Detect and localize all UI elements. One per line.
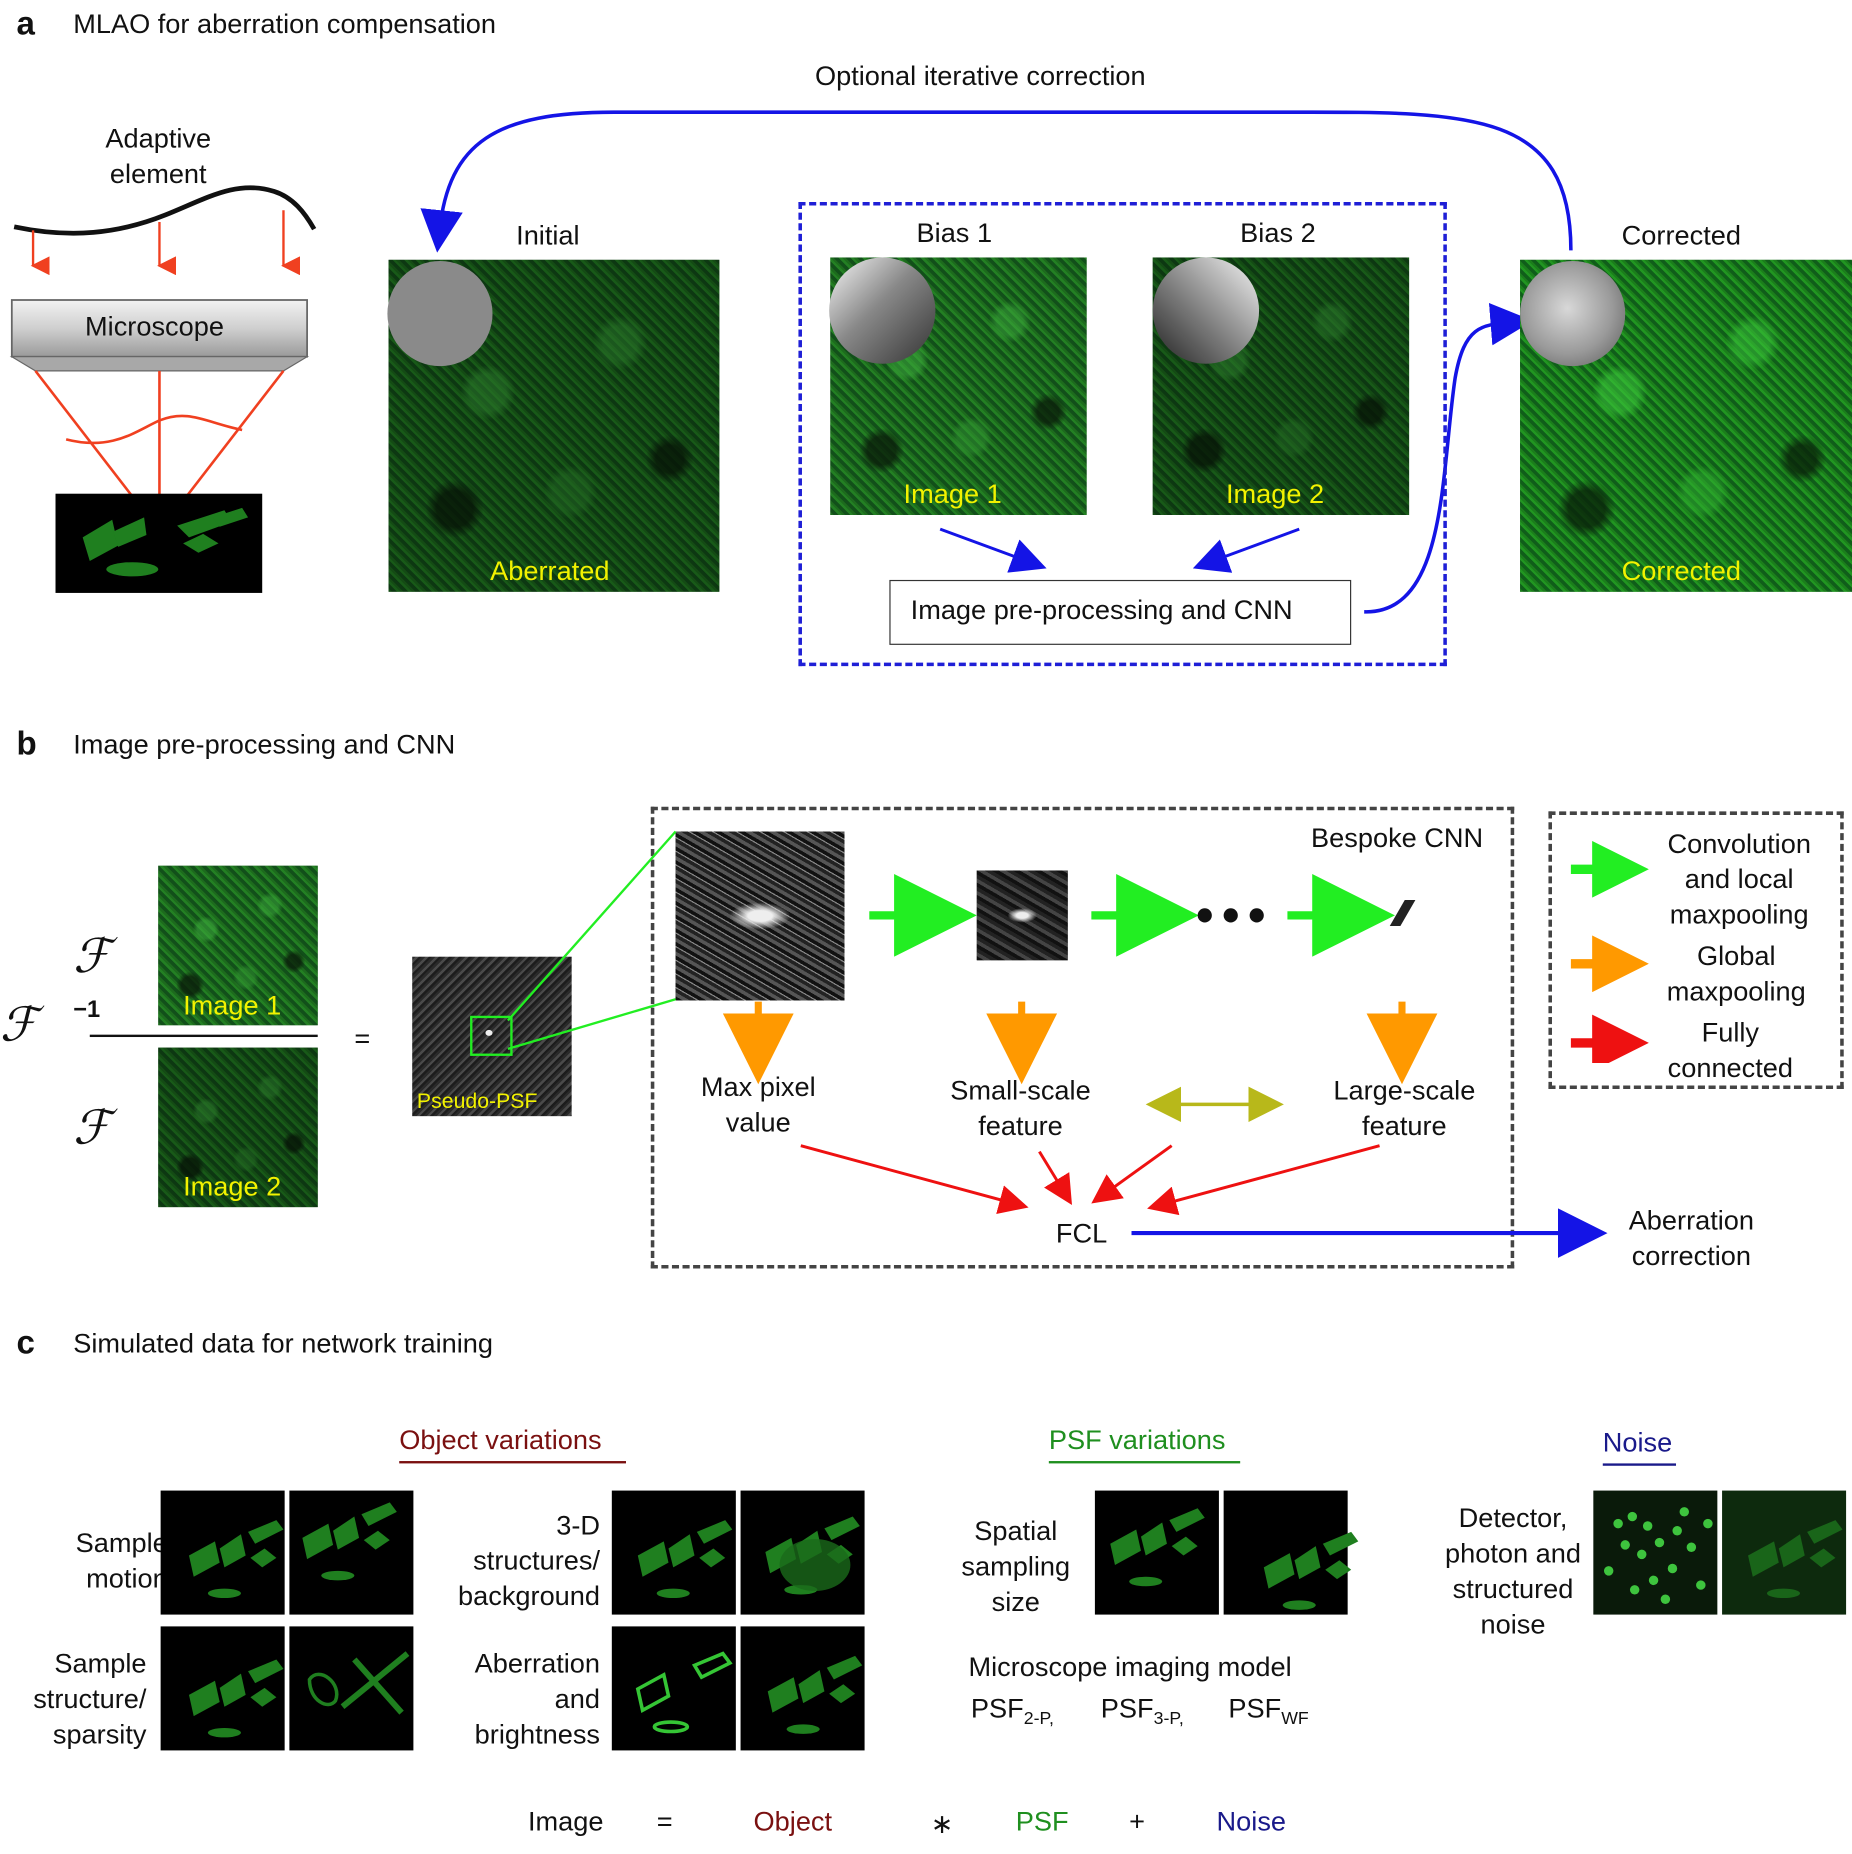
eq-convolution: ∗	[930, 1808, 954, 1840]
detector-noise-label: Detector, photon and structured noise	[1445, 1502, 1582, 1640]
psf-wf: PSFWF	[1228, 1692, 1309, 1729]
noise-underline	[1602, 1463, 1677, 1466]
legend-fully-connected: Fully connected	[1667, 1016, 1794, 1083]
fourier-inverse-symbol: ℱ	[0, 998, 38, 1053]
panel-c-letter: c	[16, 1324, 35, 1361]
eq-equals: =	[656, 1805, 673, 1837]
pseudo-psf-caption: Pseudo-PSF	[416, 1088, 538, 1113]
legend-global-maxpooling: Global maxpooling	[1666, 940, 1806, 1007]
psf-underline	[1048, 1461, 1241, 1464]
imaging-model-label: Microscope imaging model	[968, 1651, 1292, 1682]
fourier-symbol-numerator: ℱ	[73, 929, 111, 984]
panel-a-letter: a	[16, 4, 35, 42]
bias1-title: Bias 1	[916, 217, 993, 249]
small-scale-label: Small-scale feature	[950, 1074, 1091, 1141]
pseudo-psf-image	[412, 956, 572, 1117]
corrected-title: Corrected	[1621, 219, 1741, 251]
eq-image: Image	[527, 1805, 604, 1837]
eq-psf: PSF	[1015, 1805, 1069, 1837]
corrected-pupil	[1520, 261, 1626, 367]
image2-caption: Image 2	[1226, 478, 1325, 510]
psf-3p: PSF3-P,	[1100, 1692, 1184, 1729]
large-scale-label: Large-scale feature	[1333, 1074, 1476, 1141]
blue-feedback-arrows	[420, 110, 1573, 614]
b-image1	[158, 865, 318, 1026]
initial-title: Initial	[516, 219, 580, 251]
bias2-title: Bias 2	[1240, 217, 1316, 249]
legend-convolution: Convolution and local maxpooling	[1667, 827, 1811, 930]
b-image1-caption: Image 1	[183, 989, 282, 1021]
feature-map-small	[976, 870, 1068, 961]
flat-phase-pupil	[387, 261, 493, 367]
spatial-sampling-label: Spatial sampling size	[961, 1515, 1071, 1617]
max-pixel-label: Max pixel value	[700, 1071, 816, 1138]
psf-variations-heading: PSF variations	[1048, 1424, 1226, 1456]
fraction-line	[89, 1034, 318, 1038]
sample-structure-label: Sample structure/ sparsity	[33, 1647, 147, 1749]
eq-noise: Noise	[1216, 1805, 1287, 1837]
image1-caption: Image 1	[903, 478, 1002, 510]
object-underline	[399, 1461, 626, 1464]
noise-heading: Noise	[1602, 1426, 1673, 1458]
corrected-caption: Corrected	[1621, 555, 1741, 586]
fourier-symbol-denominator: ℱ	[73, 1100, 111, 1156]
eq-object: Object	[753, 1805, 833, 1837]
zoom-box	[470, 1015, 513, 1056]
structures-3d-label: 3-D structures/ background	[458, 1509, 601, 1611]
microscope-schematic	[9, 185, 317, 593]
aberrated-image	[388, 259, 720, 592]
panel-b-letter: b	[16, 725, 37, 762]
cnn-arrows	[506, 830, 1608, 1258]
bias1-image	[830, 257, 1087, 515]
bias1-pupil	[829, 257, 936, 364]
inverse-exponent: −1	[73, 996, 101, 1023]
b-image2	[158, 1047, 318, 1208]
legend-box	[1548, 811, 1844, 1089]
psf-zoom-patch	[675, 831, 845, 1001]
bias2-image	[1152, 257, 1410, 515]
cnn-box-label: Image pre-processing and CNN	[910, 594, 1293, 625]
psf-2p: PSF2-P,	[970, 1692, 1054, 1729]
aberration-correction-label: Aberration correction	[1628, 1204, 1755, 1271]
fcl-label: FCL	[1055, 1217, 1108, 1249]
eq-plus: +	[1129, 1805, 1146, 1837]
bespoke-cnn-label: Bespoke CNN	[1311, 822, 1484, 853]
training-thumbnails	[160, 1490, 1847, 1751]
equals-sign: =	[354, 1022, 371, 1054]
iterative-correction-label: Optional iterative correction	[814, 60, 1146, 91]
adaptive-element-label: Adaptive element	[105, 122, 212, 189]
bespoke-cnn-box	[650, 806, 1515, 1269]
panel-c-title: Simulated data for network training	[73, 1327, 494, 1359]
microscope-label: Microscope	[85, 310, 224, 342]
b-image2-caption: Image 2	[183, 1170, 282, 1202]
legend-arrows	[1570, 840, 1649, 1064]
cnn-box	[889, 579, 1352, 645]
sample-motion-label: Sample motion	[75, 1527, 168, 1594]
panel-a-title: MLAO for aberration compensation	[73, 8, 497, 39]
aberration-brightness-label: Aberration and brightness	[474, 1647, 601, 1749]
mlao-dashed-box	[798, 201, 1447, 667]
psf-spot	[485, 1029, 493, 1036]
object-variations-heading: Object variations	[399, 1424, 602, 1456]
aberrated-caption: Aberrated	[490, 555, 610, 586]
bias2-pupil	[1152, 257, 1260, 364]
panel-b-title: Image pre-processing and CNN	[73, 728, 456, 760]
